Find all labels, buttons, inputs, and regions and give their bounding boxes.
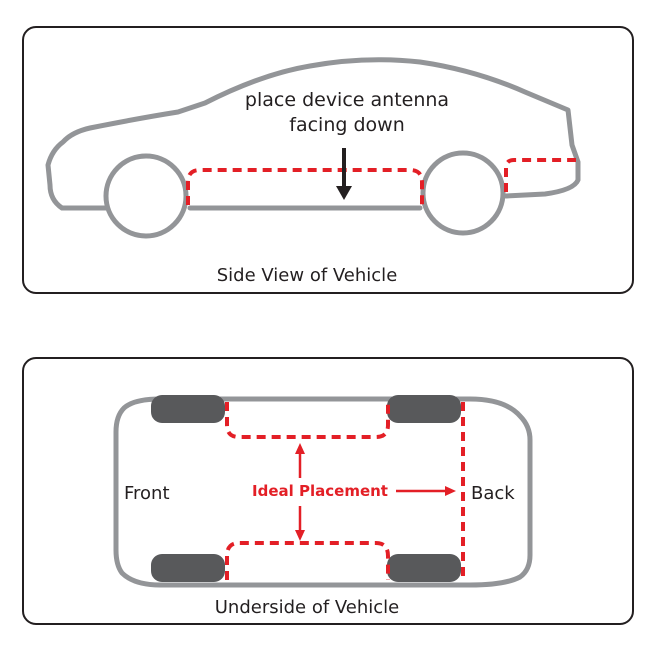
underside-bottom-zone [225,541,390,580]
car-underside-outline [113,396,533,588]
rear-right-tire [387,554,461,582]
down-arrow [336,148,352,200]
tires [151,395,461,582]
back-label: Back [471,483,515,504]
car-side-silhouette [45,57,581,239]
front-left-tire [151,395,225,423]
side-view-caption: Side View of Vehicle [217,265,398,286]
side-rear-zone [504,158,576,192]
front-label: Front [124,483,170,504]
underside-caption: Underside of Vehicle [215,597,400,618]
underside-placement-zones [225,402,465,582]
antenna-instruction-line2: facing down [289,114,404,136]
ideal-placement-label: Ideal Placement [252,482,388,500]
antenna-instruction-line1: place device antenna [245,89,449,111]
front-right-tire [151,554,225,582]
placement-arrows [295,443,456,541]
side-placement-zones [186,158,576,205]
side-underbody-zone [186,168,424,205]
rear-left-tire [387,395,461,423]
underside-top-zone [225,402,390,439]
